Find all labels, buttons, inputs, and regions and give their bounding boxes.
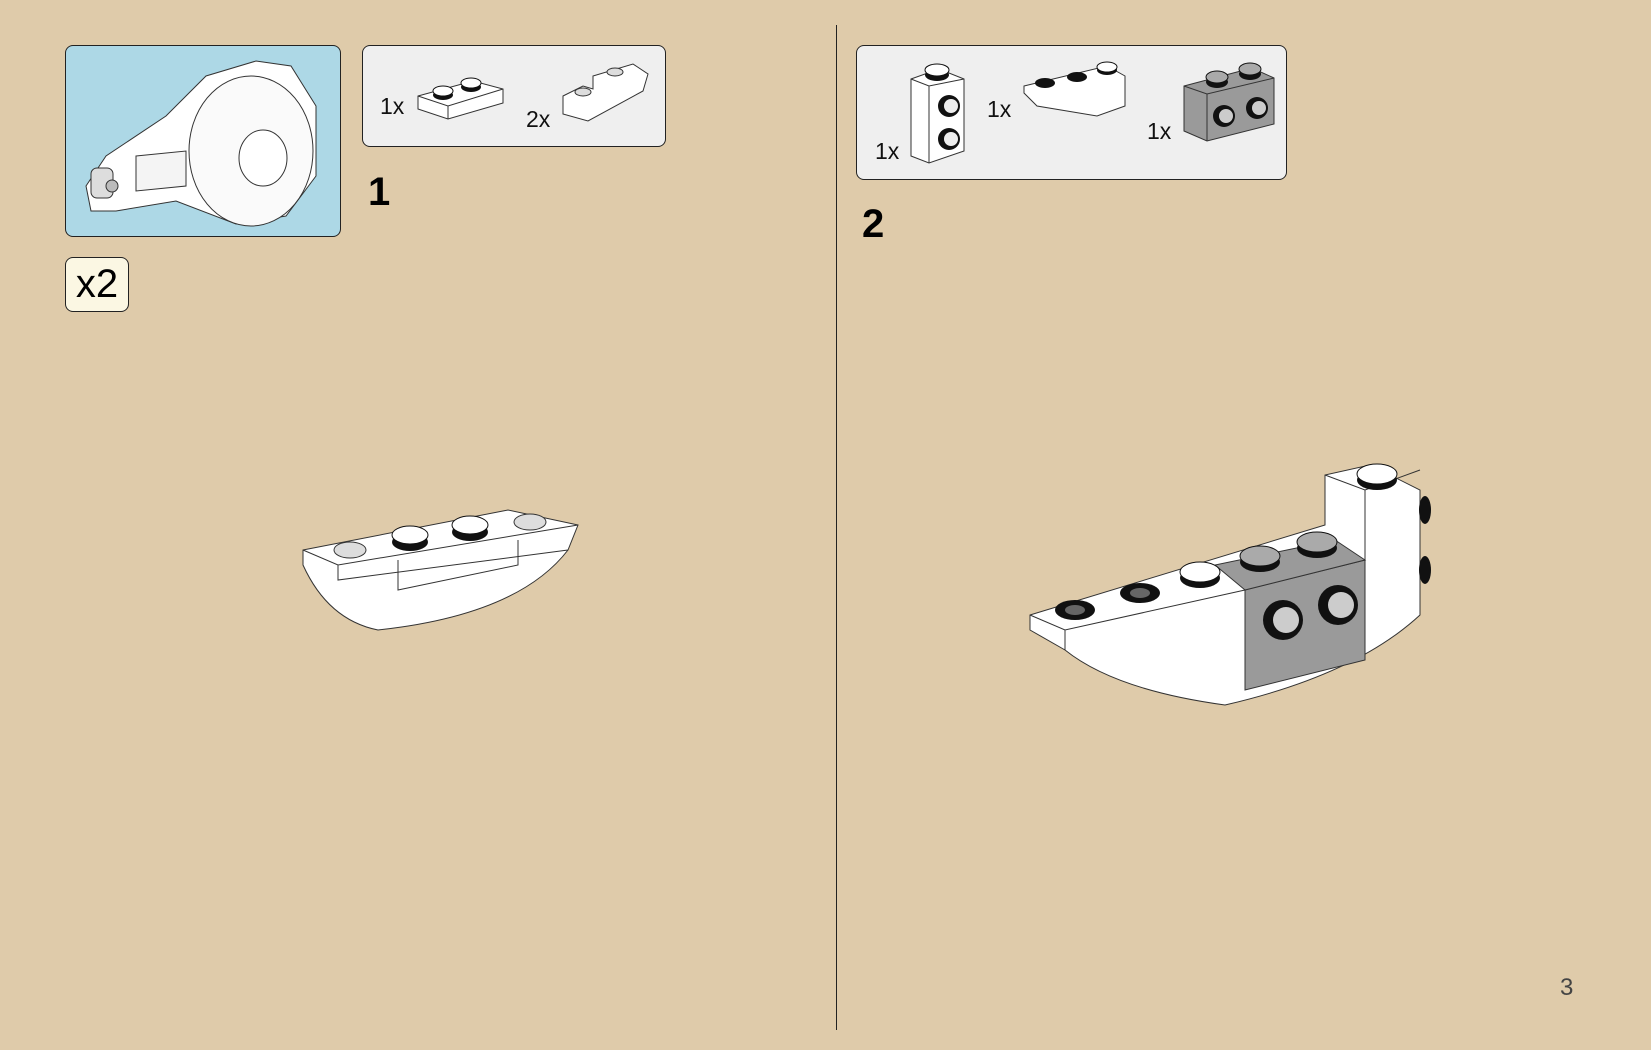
step-number: 1 xyxy=(368,170,391,214)
part-quantity: 1x xyxy=(987,96,1012,122)
page-number: 3 xyxy=(1560,974,1574,1001)
inverted-slope-1x3-icon xyxy=(1023,61,1126,117)
part-quantity: 2x xyxy=(526,106,551,132)
parts-list-step-2: 1x 1x 1x xyxy=(856,45,1287,180)
brick-1x2-side-studs-icon xyxy=(1183,62,1275,142)
page-divider xyxy=(836,25,837,1030)
step-2-build-image xyxy=(1029,463,1431,706)
step-1-build-image xyxy=(302,509,579,631)
part-quantity: 1x xyxy=(1147,118,1172,144)
step-number: 2 xyxy=(862,202,885,246)
part-quantity: 1x xyxy=(380,93,405,119)
plate-1x2-icon xyxy=(417,77,504,120)
part-quantity: 1x xyxy=(875,138,900,164)
submodel-multiplier: x2 xyxy=(65,257,129,312)
inverted-slope-icon xyxy=(562,63,649,122)
parts-list-step-1: 1x 2x xyxy=(362,45,666,147)
submodel-callout xyxy=(65,45,341,237)
submodel-image xyxy=(85,60,317,227)
brick-1x1-side-studs-icon xyxy=(910,63,965,164)
